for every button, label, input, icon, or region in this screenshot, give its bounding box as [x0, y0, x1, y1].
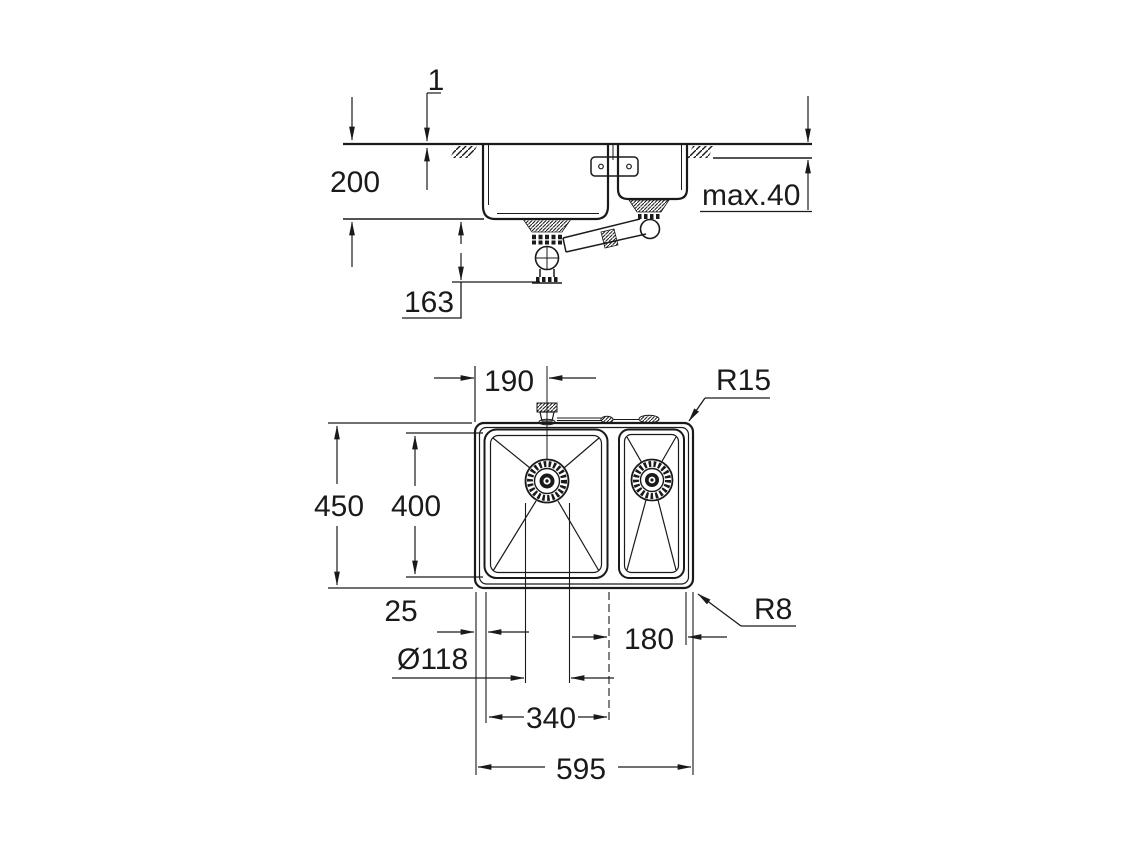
- counter-hatch-left: [450, 146, 477, 158]
- small-bowl-inner-outline: [623, 433, 680, 574]
- dim-drain-offset: 190: [434, 365, 596, 398]
- dim-bowl-depth: 200: [330, 97, 380, 267]
- main-drain-knurl-ring: [527, 461, 567, 501]
- main-drain-flange: [522, 218, 572, 233]
- dim-trap-height: 163: [402, 221, 540, 319]
- dim-overall-width-label: 595: [556, 753, 606, 786]
- small-bowl-outline: [618, 428, 685, 579]
- dim-rim-reveal: 1: [424, 64, 445, 190]
- small-drain-outer-ring: [630, 458, 674, 502]
- rim-inner-outline: [478, 426, 690, 585]
- main-bowl-slope-line-br: [557, 500, 600, 572]
- pipe-end-cap: [562, 237, 567, 253]
- counter-hatch-right: [687, 146, 714, 158]
- dim-edge-gap-label: 25: [384, 595, 417, 628]
- dim-drain-diameter: Ø118: [392, 643, 614, 681]
- small-bowl-slope-line-br: [657, 499, 677, 571]
- dim-main-bowl-width-label: 340: [526, 702, 576, 735]
- connecting-pipe: [562, 218, 647, 253]
- leader-radius-inner-arrow: [688, 397, 706, 422]
- dim-rim-reveal-label: 1: [428, 64, 445, 97]
- extension-lines: [475, 503, 694, 775]
- drain-elbow: [639, 218, 661, 240]
- dim-small-bowl-width-label: 180: [624, 623, 674, 656]
- dim-drain-offset-label: 190: [484, 365, 534, 398]
- main-drain-center-dot: [545, 479, 549, 483]
- dim-trap-height-bracket: [402, 282, 462, 319]
- pipe-coupling-nut: [600, 228, 619, 249]
- dim-drain-diameter-label: Ø118: [397, 643, 468, 676]
- main-bowl-slope-line-tl: [492, 437, 531, 469]
- dim-overall-depth: 450: [314, 422, 473, 589]
- dim-bowl-inner-depth-label: 400: [391, 490, 441, 523]
- dim-overall-depth-label: 450: [314, 490, 364, 523]
- main-drain-plan: [524, 458, 570, 504]
- rim-outer-outline: [473, 421, 695, 590]
- small-drain-plan: [630, 458, 674, 502]
- small-drain-strainer-ring: [639, 467, 665, 493]
- leader-radius-inner-label: R15: [716, 364, 771, 397]
- leader-radius-outer: R8: [697, 593, 796, 627]
- main-drain-strainer-ring: [533, 467, 561, 495]
- section-view: 1 200 max.40 163: [330, 64, 812, 319]
- small-bowl-section-outline: [616, 144, 689, 201]
- small-bowl-slope-line-tr: [660, 436, 677, 464]
- small-drain-center-dot: [650, 478, 654, 482]
- dim-bowl-depth-label: 200: [330, 166, 380, 199]
- main-bowl-slope-line-bl: [492, 500, 537, 572]
- bracket-screw-hole-right: [626, 163, 632, 170]
- leader-radius-outer-label: R8: [754, 593, 792, 626]
- main-bowl-section-outline: [481, 144, 610, 221]
- main-bowl-outline: [483, 428, 609, 579]
- dim-edge-gap: 25: [384, 595, 529, 635]
- main-drain-assembly: [522, 218, 572, 284]
- main-bowl-slope-line-tr: [563, 437, 600, 469]
- dim-overall-width: 595: [477, 753, 692, 786]
- leader-radius-outer-arrow: [697, 593, 742, 627]
- plan-view: 190 450 400: [314, 364, 796, 786]
- dim-main-bowl-width: 340: [488, 702, 608, 735]
- overflow-link-right: [638, 414, 660, 424]
- small-drain-knurl-ring: [633, 461, 671, 499]
- dim-trap-height-label: 163: [404, 286, 454, 319]
- dim-counter-thickness: max.40: [700, 96, 812, 213]
- small-bowl-slope-line-tl: [626, 436, 643, 464]
- overflow-link-left: [600, 415, 614, 424]
- dim-bowl-inner-depth: 400: [391, 432, 483, 578]
- pipe-top-edge: [562, 218, 641, 239]
- main-bowl-inner-outline: [489, 434, 603, 574]
- mounting-bracket: [590, 156, 639, 177]
- small-drain-assembly: [628, 199, 670, 240]
- bracket-screw-hole-left: [598, 163, 604, 170]
- small-bowl-slope-line-bl: [626, 499, 647, 571]
- overflow-control: [536, 402, 660, 426]
- small-drain-flange: [628, 199, 670, 213]
- dim-small-bowl-width: 180: [572, 623, 727, 656]
- leader-radius-inner: R15: [688, 364, 771, 422]
- overflow-knob-body: [539, 411, 555, 422]
- dim-counter-thickness-label: max.40: [702, 179, 800, 212]
